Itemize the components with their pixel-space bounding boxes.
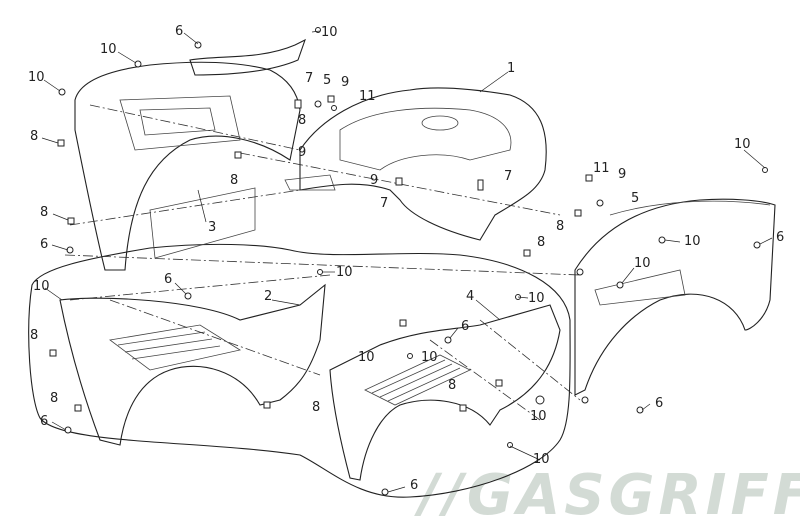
callout: 3 (208, 220, 216, 235)
callout: 9 (618, 167, 626, 182)
callout: 6 (655, 396, 663, 411)
callout: 2 (264, 289, 272, 304)
callout: 10 (734, 137, 751, 152)
part-3-left-rear-fender (74, 38, 306, 271)
callout: 10 (530, 409, 547, 424)
assembly-boundary (28, 243, 571, 498)
callout: 1 (507, 61, 515, 76)
callout: 7 (380, 196, 388, 211)
part-2-left-footrest (59, 283, 326, 446)
callout: 10 (533, 452, 550, 467)
callout: 6 (40, 414, 48, 429)
callout: 8 (50, 391, 58, 406)
callout: 10 (634, 256, 651, 271)
part-4-right-footrest (329, 304, 561, 481)
callout: 8 (298, 113, 306, 128)
callout: 6 (40, 237, 48, 252)
callout: 8 (40, 205, 48, 220)
callout: 6 (461, 319, 469, 334)
watermark-logo: //GASGRIFF (412, 463, 800, 516)
callout: 4 (466, 289, 474, 304)
fasteners (49, 27, 768, 496)
callout: 10 (33, 279, 50, 294)
callout: 6 (175, 24, 183, 39)
callout: 9 (341, 75, 349, 90)
callout: 9 (298, 145, 306, 160)
leader-lines (41, 30, 773, 493)
callout: 6 (410, 478, 418, 493)
callout: 8 (30, 328, 38, 343)
callout: 8 (448, 378, 456, 393)
callout: 6 (776, 230, 784, 245)
callout: 7 (504, 169, 512, 184)
callout: 8 (230, 173, 238, 188)
callout: 5 (323, 73, 331, 88)
callout: 9 (370, 173, 378, 188)
callout: 8 (556, 219, 564, 234)
callout: 6 (164, 272, 172, 287)
callout: 10 (358, 350, 375, 365)
right-rear-fender (574, 198, 776, 396)
callout: 8 (312, 400, 320, 415)
callout: 10 (336, 265, 353, 280)
callout: 10 (28, 70, 45, 85)
part-1-front-fender (284, 87, 547, 241)
callout: 7 (305, 71, 313, 86)
callout: 5 (631, 191, 639, 206)
callout-labels: 6 10 10 10 1 7 5 9 11 8 9 8 8 9 7 7 11 9… (28, 24, 784, 493)
callout: 10 (421, 350, 438, 365)
callout: 10 (528, 291, 545, 306)
callout: 10 (321, 25, 338, 40)
callout: 11 (593, 161, 610, 176)
callout: 10 (684, 234, 701, 249)
callout: 11 (359, 89, 376, 104)
callout: 10 (100, 42, 117, 57)
callout: 8 (30, 129, 38, 144)
callout: 8 (537, 235, 545, 250)
